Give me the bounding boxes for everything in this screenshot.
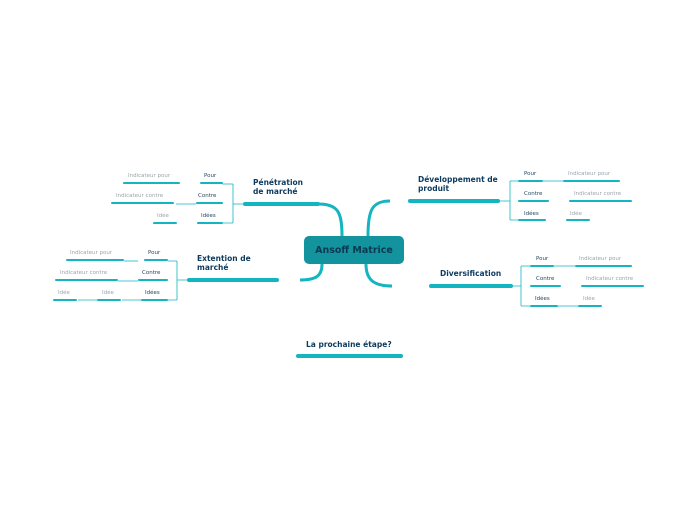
branch-penetration-bar	[243, 202, 320, 206]
ext-sub-pour[interactable]: Pour	[148, 250, 161, 256]
branch-developpement-label[interactable]: Développement de produit	[418, 175, 498, 193]
branch-extension-bar	[187, 278, 279, 282]
div-leaf-contre-bar	[581, 285, 644, 287]
div-sub-contre[interactable]: Contre	[536, 276, 555, 282]
pen-sub-idees[interactable]: Idées	[201, 213, 216, 219]
branch-diversification-label[interactable]: Diversification	[440, 269, 502, 278]
dev-leaf-contre-bar	[569, 200, 632, 202]
connector-extension	[299, 263, 324, 282]
dev-sub-pour-bar	[518, 180, 543, 182]
bracket-diversification	[512, 265, 530, 307]
div-sub-contre-bar	[530, 285, 561, 287]
dev-sub-contre[interactable]: Contre	[524, 191, 543, 197]
dev-sub-contre-bar	[518, 200, 549, 202]
ext-leaf-contre[interactable]: Indicateur contre	[60, 270, 108, 276]
pen-leaf-pour-bar	[123, 182, 180, 184]
branch-diversification-bar	[429, 284, 513, 288]
pen-sub-idees-bar	[197, 222, 223, 224]
div-sub-pour-bar	[530, 265, 554, 267]
ext-leaf-idee-2[interactable]: Idée	[58, 290, 70, 296]
bracket-extension	[168, 260, 187, 301]
pen-leaf-pour[interactable]: Indicateur pour	[128, 173, 171, 179]
connector-penetration	[317, 202, 344, 237]
pen-leaf-idee[interactable]: Idée	[157, 213, 169, 219]
pen-sub-contre-bar	[196, 202, 223, 204]
ext-leaf-contre-bar	[55, 279, 118, 281]
dev-leaf-pour-bar	[563, 180, 620, 182]
div-leaf-pour[interactable]: Indicateur pour	[579, 256, 622, 262]
ext-leaf-pour-bar	[66, 259, 124, 261]
connector-developpement	[366, 199, 391, 237]
root-node[interactable]: Ansoff Matrice	[304, 236, 404, 264]
ext-sub-pour-bar	[144, 259, 168, 261]
branch-extension-label[interactable]: Extention de marché	[197, 254, 251, 272]
connector-diversification	[364, 263, 393, 288]
pen-sub-pour-bar	[200, 182, 223, 184]
branch-developpement-bar	[408, 199, 500, 203]
ext-sub-contre[interactable]: Contre	[142, 270, 161, 276]
pen-leaf-contre[interactable]: Indicateur contre	[116, 193, 164, 199]
dev-leaf-pour[interactable]: Indicateur pour	[568, 171, 611, 177]
ext-leaf-pour[interactable]: Indicateur pour	[70, 250, 113, 256]
pen-leaf-idee-bar	[153, 222, 177, 224]
div-leaf-pour-bar	[575, 265, 632, 267]
ext-leaf-idee-1[interactable]: Idée	[102, 290, 114, 296]
dev-sub-idees[interactable]: Idées	[524, 211, 539, 217]
div-sub-idees-bar	[530, 305, 558, 307]
dev-sub-pour[interactable]: Pour	[524, 171, 537, 177]
pen-sub-contre[interactable]: Contre	[198, 193, 217, 199]
floating-topic-bar	[296, 354, 403, 358]
div-leaf-idee[interactable]: Idée	[583, 296, 595, 302]
ext-sub-idees-bar	[141, 299, 168, 301]
ext-leaf-idee-1-bar	[97, 299, 121, 301]
ext-sub-idees[interactable]: Idées	[145, 290, 160, 296]
floating-topic-label[interactable]: La prochaine étape?	[306, 340, 392, 349]
div-leaf-idee-bar	[578, 305, 602, 307]
ext-sub-contre-bar	[138, 279, 168, 281]
dev-leaf-idee-bar	[566, 219, 590, 221]
ext-leaf-idee-2-bar	[53, 299, 77, 301]
pen-leaf-contre-bar	[111, 202, 174, 204]
bracket-penetration	[222, 183, 243, 224]
branch-penetration-label[interactable]: Pénétration de marché	[253, 178, 304, 196]
dev-sub-idees-bar	[518, 219, 546, 221]
dev-leaf-contre[interactable]: Indicateur contre	[574, 191, 622, 197]
dev-leaf-idee[interactable]: Idée	[570, 211, 582, 217]
pen-sub-pour[interactable]: Pour	[204, 173, 217, 179]
div-sub-idees[interactable]: Idées	[535, 296, 550, 302]
div-leaf-contre[interactable]: Indicateur contre	[586, 276, 634, 282]
div-sub-pour[interactable]: Pour	[536, 256, 549, 262]
